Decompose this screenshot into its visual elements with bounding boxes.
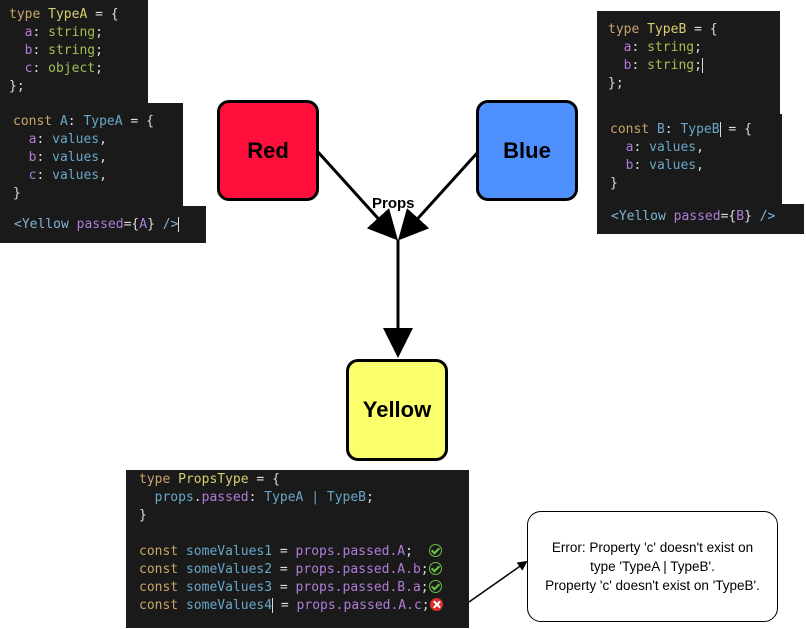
arrow-red-to-props <box>316 150 399 241</box>
node-blue: Blue <box>476 100 578 201</box>
code-const-a: const A: TypeA = { a: values, b: values,… <box>0 103 183 206</box>
code-type-b: type TypeB = { a: string; b: string; }; <box>597 11 780 114</box>
arrow-error-to-box <box>468 560 528 603</box>
node-red: Red <box>217 100 319 201</box>
code-jsx-a: <Yellow passed={A} /> <box>0 206 206 243</box>
node-yellow: Yellow <box>346 359 448 461</box>
error-line-1: Error: Property 'c' doesn't exist on <box>551 540 754 555</box>
code-line-somevalues3: const someValues3 = props.passed.B.a; <box>139 579 469 597</box>
code-line-somevalues2: const someValues2 = props.passed.A.b; <box>139 561 469 579</box>
code-const-b: const B: TypeB = { a: values, b: values,… <box>597 114 782 204</box>
error-message-box: Error: Property 'c' doesn't exist on typ… <box>527 511 778 622</box>
code-type-a: type TypeA = { a: string; b: string; c: … <box>0 0 148 103</box>
error-line-3: Property 'c' doesn't exist on 'TypeB'. <box>545 578 760 593</box>
node-red-label: Red <box>247 137 289 163</box>
error-icon <box>429 598 443 611</box>
check-icon <box>428 562 442 575</box>
code-line-somevalues1: const someValues1 = props.passed.A; <box>139 543 469 561</box>
code-line-somevalues4: const someValues4 = props.passed.A.c; <box>139 597 469 615</box>
code-props-type: type PropsType = { props.passed: TypeA |… <box>126 470 469 628</box>
edge-label-props: Props <box>372 195 415 212</box>
check-icon <box>428 580 442 593</box>
code-jsx-b: <Yellow passed={B} /> <box>597 204 804 234</box>
error-line-2: type 'TypeA | TypeB'. <box>590 559 715 574</box>
arrow-blue-to-props <box>397 150 480 241</box>
node-yellow-label: Yellow <box>362 397 432 422</box>
node-blue-label: Blue <box>503 137 551 163</box>
check-icon <box>428 544 442 557</box>
